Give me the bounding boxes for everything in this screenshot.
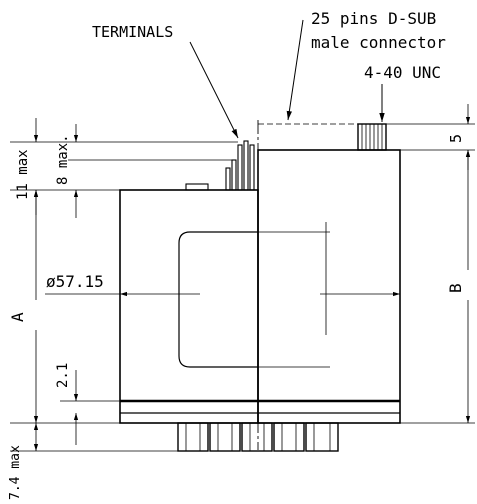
leader-lines [189, 19, 385, 139]
dim-2.1-label: 2.1 [55, 363, 71, 388]
connector-label-line1: 25 pins D-SUB [311, 9, 436, 28]
screw [258, 123, 387, 151]
dim-11max-label: 11 max [15, 149, 31, 200]
dim-8max-label: 8 max. [55, 134, 71, 185]
thread-label: 4-40 UNC [364, 63, 441, 82]
terminals-label: TERMINALS [92, 23, 173, 41]
diameter-label: ø57.15 [46, 272, 104, 291]
dimension-lines [33, 104, 471, 451]
dim-5-label: 5 [447, 134, 465, 143]
dim-7.4max-label: 7.4 max [8, 445, 23, 500]
housing-body [119, 149, 401, 424]
terminals [185, 140, 255, 191]
inner-outline [178, 222, 330, 368]
connector-label-line2: male connector [311, 33, 446, 52]
dim-A-label: A [8, 312, 27, 322]
bottom-connectors [177, 422, 339, 452]
dim-B-label: B [446, 283, 465, 293]
